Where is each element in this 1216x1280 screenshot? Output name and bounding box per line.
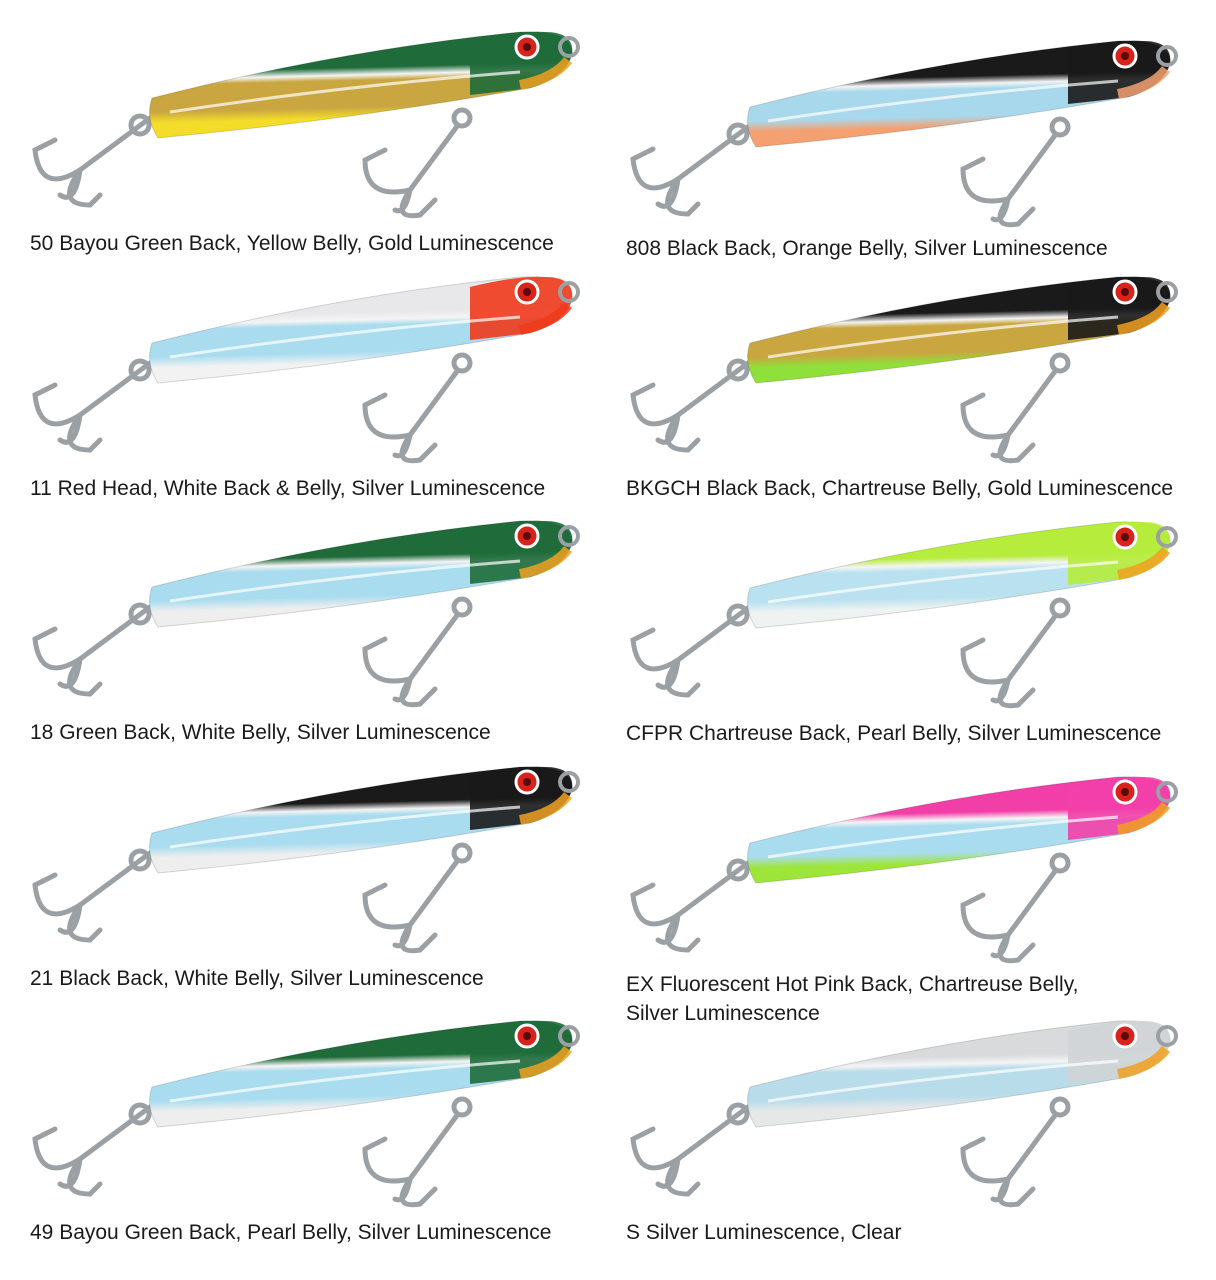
lure-card: BKGCH Black Back, Chartreuse Belly, Gold… [598, 245, 1198, 500]
lure-label: CFPR Chartreuse Back, Pearl Belly, Silve… [626, 719, 1161, 748]
lure-label-line1: 808 Black Back, Orange Belly, Silver Lum… [626, 237, 1108, 260]
lure-label: 808 Black Back, Orange Belly, Silver Lum… [626, 234, 1108, 263]
belly-treble-hook [362, 596, 473, 708]
belly-treble-hook [362, 107, 473, 219]
belly-treble-hook [960, 597, 1071, 709]
lure-card: 21 Black Back, White Belly, Silver Lumin… [0, 735, 600, 990]
line-tie-ring [558, 525, 580, 547]
belly-treble-hook [960, 852, 1071, 964]
line-tie-ring [1156, 781, 1178, 803]
lure-card: CFPR Chartreuse Back, Pearl Belly, Silve… [598, 490, 1198, 745]
lure-card: 11 Red Head, White Back & Belly, Silver … [0, 245, 600, 500]
tail-treble-hook [32, 1102, 153, 1197]
belly-treble-hook [960, 1096, 1071, 1208]
lure-label: 50 Bayou Green Back, Yellow Belly, Gold … [30, 229, 554, 258]
lure-label-line1: 49 Bayou Green Back, Pearl Belly, Silver… [30, 1221, 552, 1244]
tail-treble-hook [32, 848, 153, 943]
line-tie-ring [558, 281, 580, 303]
lure-image [630, 1020, 1178, 1208]
lure-card: 50 Bayou Green Back, Yellow Belly, Gold … [0, 0, 600, 255]
lure-image [32, 276, 580, 464]
lure-card: S Silver Luminescence, Clear [598, 989, 1198, 1244]
lure-label: 21 Black Back, White Belly, Silver Lumin… [30, 964, 484, 993]
tail-treble-hook [630, 122, 751, 217]
tail-treble-hook [630, 1102, 751, 1197]
lure-label: 18 Green Back, White Belly, Silver Lumin… [30, 718, 491, 747]
lure-card: 808 Black Back, Orange Belly, Silver Lum… [598, 5, 1198, 260]
tail-treble-hook [32, 113, 153, 208]
line-tie-ring [1156, 45, 1178, 67]
lure-label: 11 Red Head, White Back & Belly, Silver … [30, 474, 545, 503]
lure-label-line1: 11 Red Head, White Back & Belly, Silver … [30, 477, 546, 500]
lure-image [32, 31, 580, 219]
lure-image [32, 1020, 580, 1208]
belly-treble-hook [362, 1096, 473, 1208]
belly-treble-hook [362, 352, 473, 464]
line-tie-ring [558, 1025, 580, 1047]
belly-treble-hook [960, 352, 1071, 464]
lure-label-line1: 50 Bayou Green Back, Yellow Belly, Gold … [30, 232, 554, 255]
lure-image [32, 766, 580, 954]
lure-image [630, 776, 1178, 964]
lure-label-line1: BKGCH Black Back, Chartreuse Belly, Gold… [626, 477, 1174, 500]
lure-label-line1: CFPR Chartreuse Back, Pearl Belly, Silve… [626, 722, 1162, 745]
lure-label: S Silver Luminescence, Clear [626, 1218, 901, 1247]
tail-treble-hook [32, 358, 153, 453]
line-tie-ring [1156, 281, 1178, 303]
lure-image [630, 276, 1178, 464]
lure-image [630, 521, 1178, 709]
tail-treble-hook [630, 358, 751, 453]
lure-image [32, 520, 580, 708]
lure-label: EX Fluorescent Hot Pink Back, Chartreuse… [626, 970, 1078, 1028]
lure-label-line2: Silver Luminescence [626, 1002, 820, 1025]
tail-treble-hook [630, 858, 751, 953]
tail-treble-hook [630, 603, 751, 698]
belly-treble-hook [362, 842, 473, 954]
belly-treble-hook [960, 116, 1071, 228]
line-tie-ring [1156, 526, 1178, 548]
lure-label: 49 Bayou Green Back, Pearl Belly, Silver… [30, 1218, 551, 1247]
lure-label: BKGCH Black Back, Chartreuse Belly, Gold… [626, 474, 1173, 503]
lure-card: 18 Green Back, White Belly, Silver Lumin… [0, 489, 600, 744]
line-tie-ring [1156, 1025, 1178, 1047]
lure-image [630, 40, 1178, 228]
lure-label-line1: S Silver Luminescence, Clear [626, 1221, 902, 1244]
lure-card: 49 Bayou Green Back, Pearl Belly, Silver… [0, 989, 600, 1244]
line-tie-ring [558, 771, 580, 793]
lure-label-line1: 21 Black Back, White Belly, Silver Lumin… [30, 967, 484, 990]
line-tie-ring [558, 36, 580, 58]
lure-label-line1: EX Fluorescent Hot Pink Back, Chartreuse… [626, 973, 1079, 996]
tail-treble-hook [32, 602, 153, 697]
lure-label-line1: 18 Green Back, White Belly, Silver Lumin… [30, 721, 491, 744]
lure-card: EX Fluorescent Hot Pink Back, Chartreuse… [598, 741, 1198, 1025]
